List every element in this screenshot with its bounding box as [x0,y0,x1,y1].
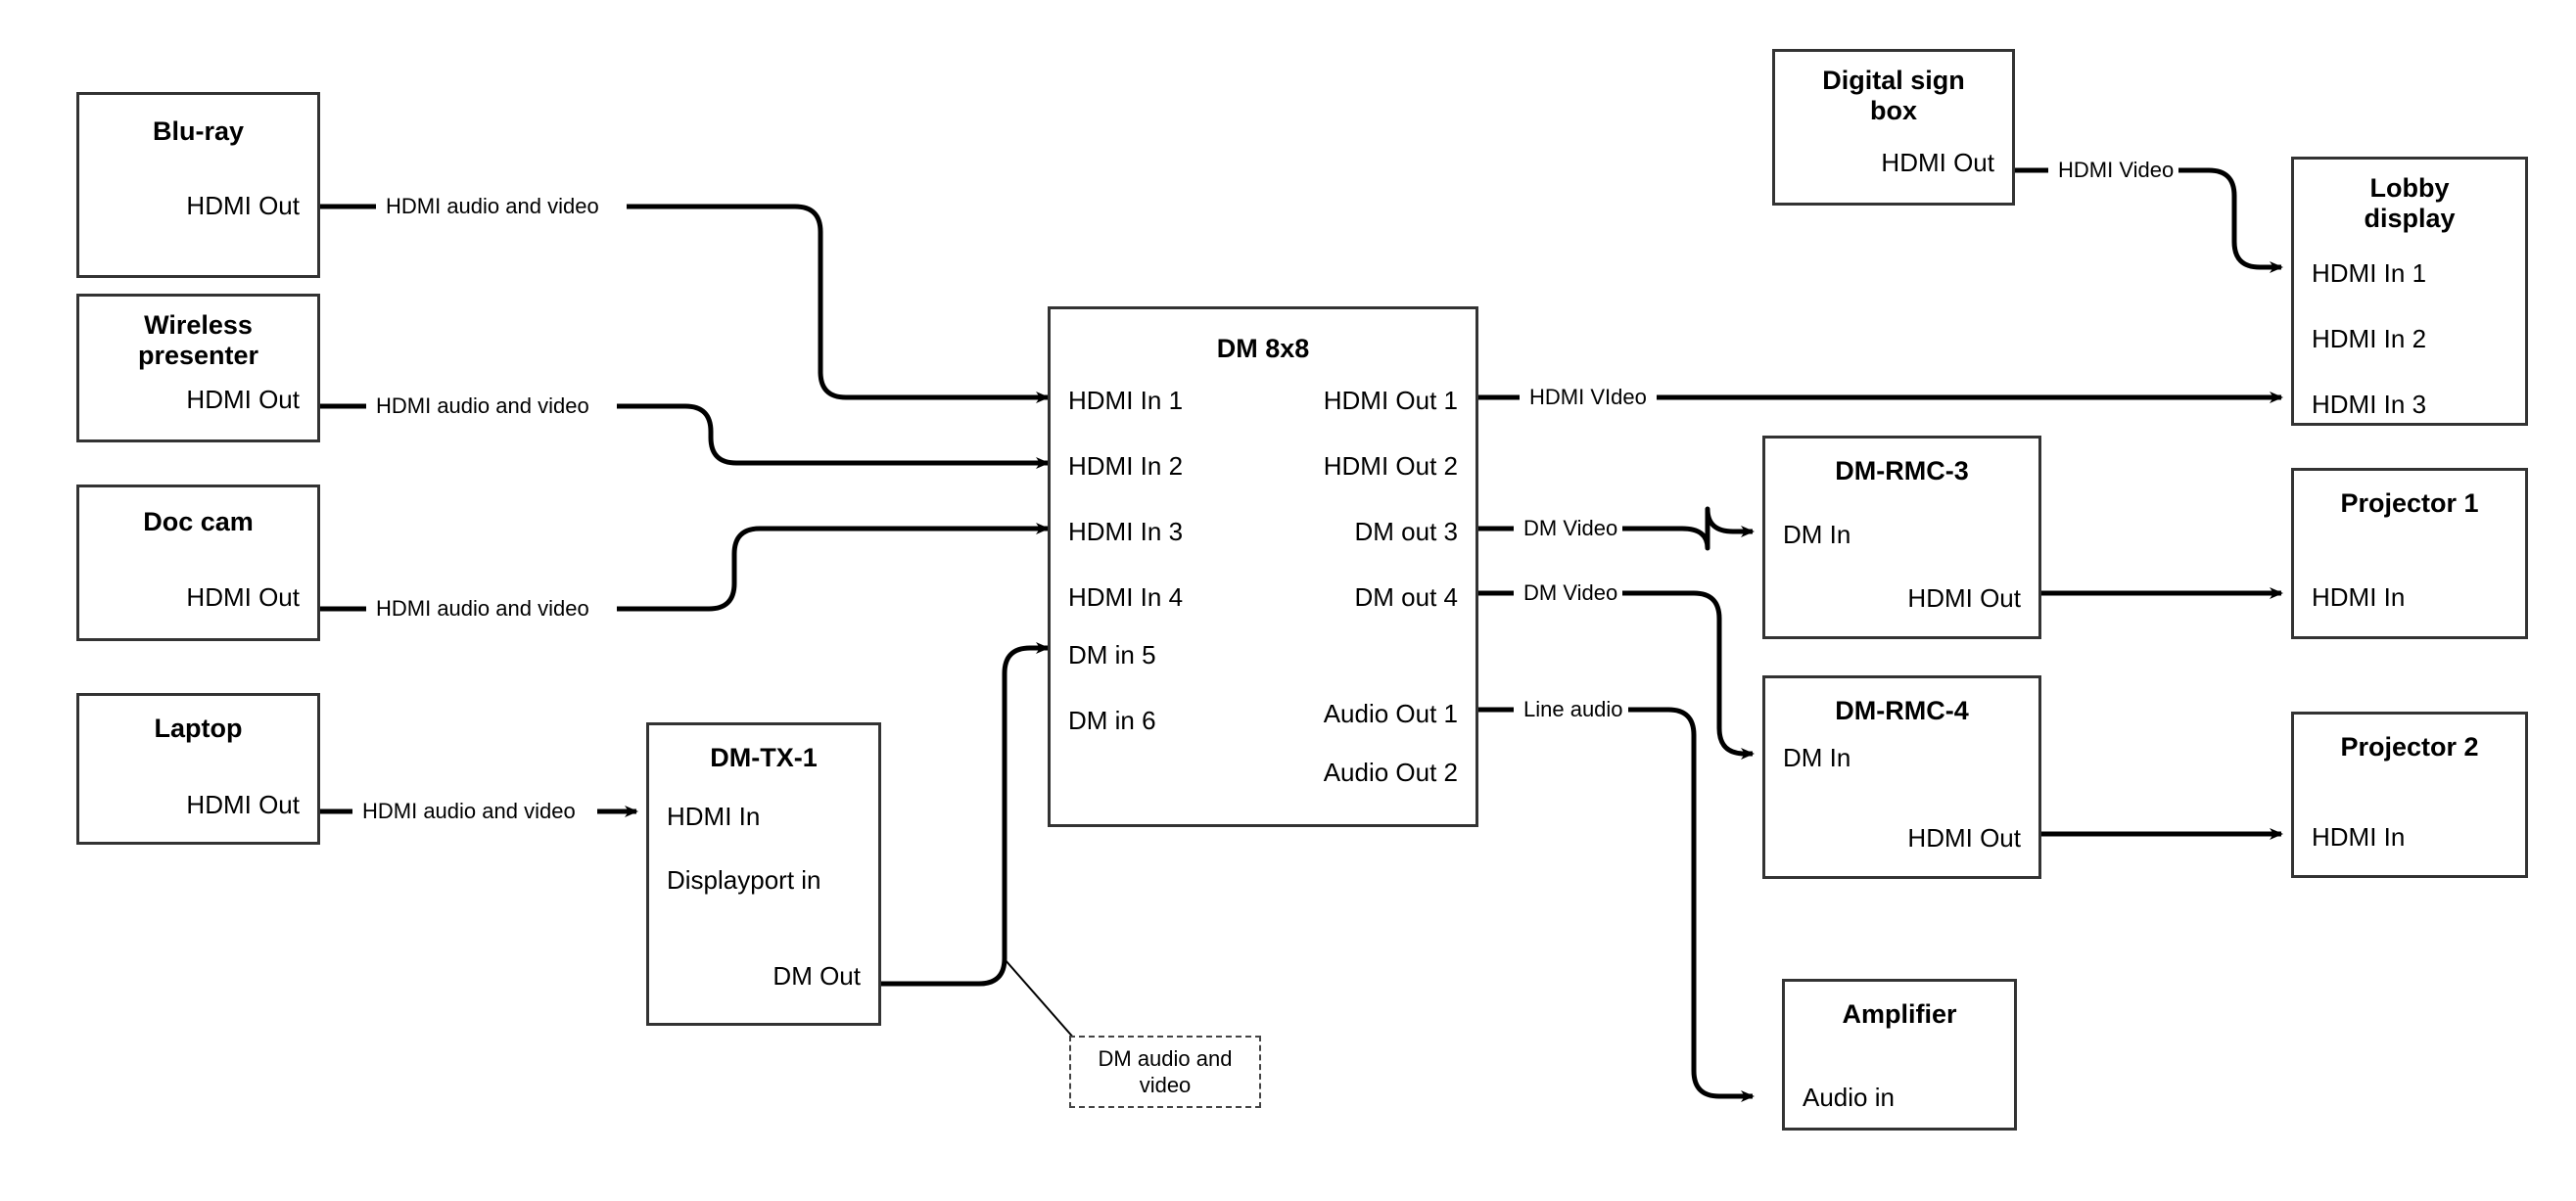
lobby-display-port-hdmi-in-2: HDMI In 2 [2312,324,2427,353]
lobby-display-title-line1: Lobby [2369,173,2450,203]
callout-dm-audio-and-video: DM audio and video [1069,1036,1261,1108]
dm-8x8-port-audio-out-1: Audio Out 1 [1323,699,1458,728]
dm-8x8-port-dm-out-3: DM out 3 [1354,517,1459,546]
lobby-display-port-hdmi-in-1: HDMI In 1 [2312,258,2427,288]
lobby-display-title-line2: display [2364,204,2456,233]
lobby-display-port-hdmi-in-3: HDMI In 3 [2312,390,2427,419]
dm-rmc-4-port-dm-in: DM In [1783,743,1851,772]
wire-label-bluray: HDMI audio and video [381,196,604,217]
dm-8x8-port-hdmi-in-2: HDMI In 2 [1068,451,1184,481]
node-bluray[interactable]: Blu-ray HDMI Out [76,92,320,278]
dm-rmc-4-title: DM-RMC-4 [1835,696,1969,725]
wire-sign-to-lobby-hdmi-in-1 [2015,167,2281,267]
amplifier-title: Amplifier [1842,999,1957,1029]
projector-1-port-hdmi-in: HDMI In [2312,582,2406,612]
wire-label-dm-out3: DM Video [1519,518,1623,539]
wire-label-dm-out4: DM Video [1519,582,1623,604]
node-dm-8x8[interactable]: DM 8x8 HDMI In 1 HDMI In 2 HDMI In 3 HDM… [1048,306,1478,827]
node-wireless-presenter[interactable]: Wireless presenter HDMI Out [76,294,320,442]
node-laptop[interactable]: Laptop HDMI Out [76,693,320,845]
wireless-presenter-title-line2: presenter [137,341,259,370]
node-projector-1[interactable]: Projector 1 HDMI In [2291,468,2528,639]
dm-tx-1-port-displayport-in: Displayport in [667,865,821,895]
node-projector-2[interactable]: Projector 2 HDMI In [2291,712,2528,878]
dm-8x8-port-hdmi-out-2: HDMI Out 2 [1323,451,1458,481]
projector-2-port-hdmi-in: HDMI In [2312,822,2406,852]
bluray-port-hdmi-out: HDMI Out [186,191,300,220]
doc-cam-port-hdmi-out: HDMI Out [186,582,300,612]
dm-rmc-4-port-hdmi-out: HDMI Out [1907,823,2021,853]
wire-bluray-to-dm-hdmi-in-1 [320,204,1048,397]
digital-sign-box-title-line1: Digital sign [1822,66,1965,95]
node-doc-cam[interactable]: Doc cam HDMI Out [76,485,320,641]
dm-tx-1-title: DM-TX-1 [710,743,818,772]
wireless-presenter-title-line1: Wireless [144,310,253,340]
dm-8x8-port-dm-out-4: DM out 4 [1354,582,1459,612]
dm-8x8-title: DM 8x8 [1216,334,1310,363]
dm-8x8-port-dm-in-6: DM in 6 [1068,706,1156,735]
node-dm-rmc-3[interactable]: DM-RMC-3 DM In HDMI Out [1762,436,2041,639]
laptop-port-hdmi-out: HDMI Out [186,790,300,819]
dm-8x8-port-hdmi-in-1: HDMI In 1 [1068,386,1184,415]
wireless-presenter-port-hdmi-out: HDMI Out [186,385,300,414]
node-dm-tx-1[interactable]: DM-TX-1 HDMI In Displayport in DM Out [646,722,881,1026]
dm-rmc-3-port-dm-in: DM In [1783,520,1851,549]
node-dm-rmc-4[interactable]: DM-RMC-4 DM In HDMI Out [1762,675,2041,879]
node-amplifier[interactable]: Amplifier Audio in [1782,979,2017,1131]
dm-8x8-port-hdmi-in-3: HDMI In 3 [1068,517,1184,546]
laptop-title: Laptop [154,714,243,743]
wire-label-doccam: HDMI audio and video [371,598,594,620]
digital-sign-box-title-line2: box [1869,96,1917,125]
node-digital-sign-box[interactable]: Digital sign box HDMI Out [1772,49,2015,206]
wire-label-audio-out1: Line audio [1519,699,1628,720]
doc-cam-title: Doc cam [143,507,254,536]
dm-8x8-port-dm-in-5: DM in 5 [1068,640,1156,670]
digital-sign-box-port-hdmi-out: HDMI Out [1881,148,1994,177]
projector-2-title: Projector 2 [2340,732,2479,762]
wire-dm-out4-to-rmc4 [1478,590,1753,754]
node-lobby-display[interactable]: Lobby display HDMI In 1 HDMI In 2 HDMI I… [2291,157,2528,426]
dm-rmc-3-port-hdmi-out: HDMI Out [1907,583,2021,613]
dm-8x8-port-hdmi-in-4: HDMI In 4 [1068,582,1184,612]
wire-dm-audio-out1-to-amplifier [1478,707,1753,1096]
dm-tx-1-port-dm-out: DM Out [773,961,861,991]
dm-8x8-port-hdmi-out-1: HDMI Out 1 [1323,386,1458,415]
wire-label-wireless: HDMI audio and video [371,395,594,417]
wire-label-laptop: HDMI audio and video [357,801,581,822]
callout-leader-line [1004,958,1076,1040]
dm-rmc-3-title: DM-RMC-3 [1835,456,1969,485]
dm-tx-1-port-hdmi-in: HDMI In [667,802,761,831]
bluray-title: Blu-ray [152,116,245,146]
wire-label-dm-out1: HDMI VIdeo [1524,387,1652,408]
projector-1-title: Projector 1 [2340,488,2479,518]
wire-label-sign: HDMI Video [2053,160,2179,181]
amplifier-port-audio-in: Audio in [1803,1083,1895,1112]
dm-8x8-port-audio-out-2: Audio Out 2 [1323,758,1458,787]
wire-dmtx1-to-dm-in-5 [881,642,1050,987]
